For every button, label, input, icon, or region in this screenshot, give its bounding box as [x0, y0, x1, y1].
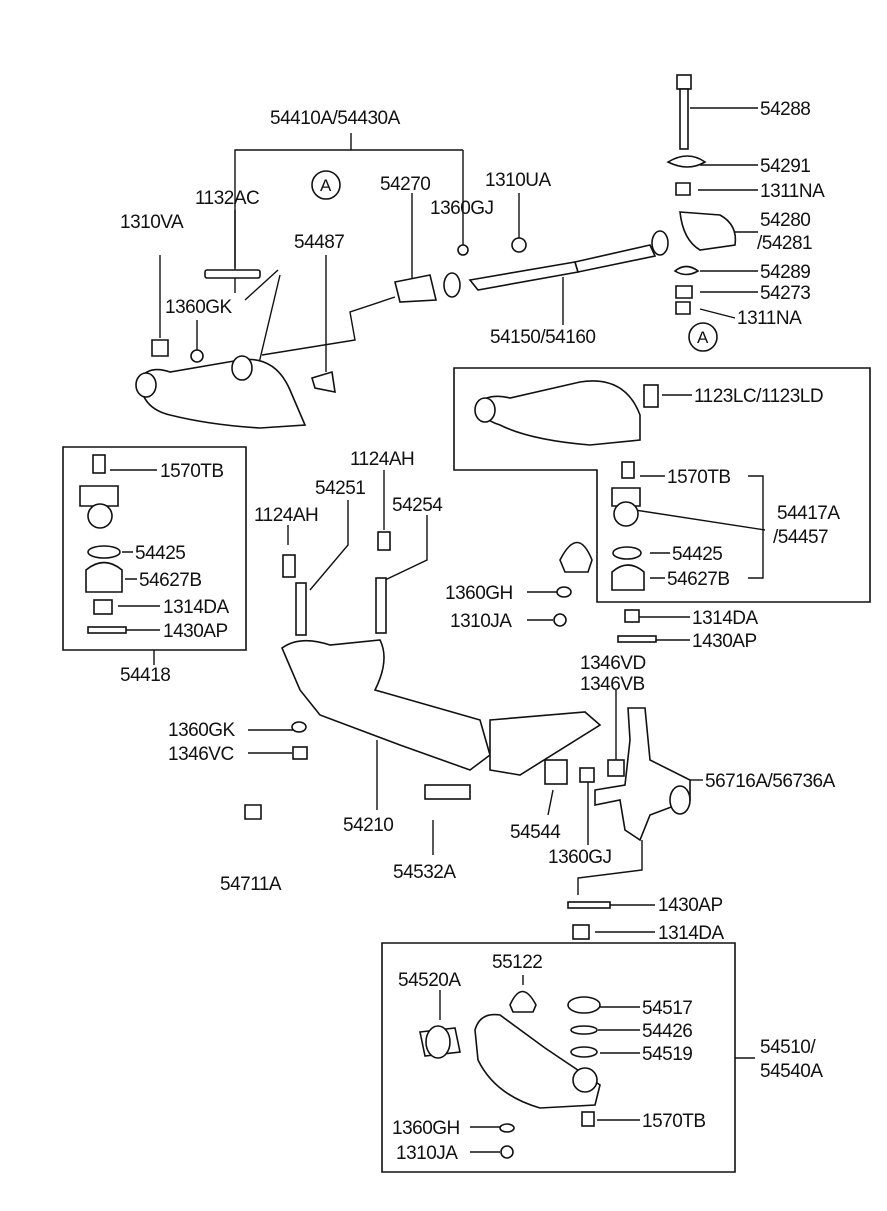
label-1346VB: 1346VB: [580, 674, 645, 695]
tie-rod-assembly: [394, 230, 669, 303]
crossmember-54210: [281, 531, 602, 776]
nut-54273: [675, 285, 693, 299]
label-54519: 54519: [642, 1044, 692, 1065]
nut-1346VD: [607, 759, 625, 777]
nut-1360GK-m: [291, 721, 307, 733]
label-54210: 54210: [343, 815, 393, 836]
label-54254: 54254: [392, 495, 443, 516]
nut-1346VC: [292, 746, 308, 760]
label-54280: 54280: [760, 210, 810, 231]
bolt-54288: [676, 74, 692, 150]
label-1570TB-b: 1570TB: [642, 1111, 706, 1132]
label-1570TB-l: 1570TB: [160, 461, 224, 482]
pin-1430AP-b: [567, 901, 611, 909]
marker-a-right: A: [688, 322, 718, 352]
label-54418: 54418: [120, 665, 170, 686]
bushing-54280: [679, 211, 737, 251]
label-54627B-l: 54627B: [139, 570, 202, 591]
label-1346VC: 1346VC: [168, 744, 234, 765]
label-1430AP-l: 1430AP: [163, 621, 228, 642]
ball-joint-right: [611, 461, 645, 591]
label-54425-r: 54425: [672, 544, 722, 565]
label-1360GK-top: 1360GK: [165, 297, 233, 318]
label-1314DA-r: 1314DA: [692, 608, 758, 629]
nut-1311NA-b: [675, 301, 691, 315]
label-1346VD: 1346VD: [580, 653, 646, 674]
nut-1314DA-r: [624, 609, 640, 623]
upper-control-arm-right: [474, 380, 659, 446]
label-1132AC: 1132AC: [195, 188, 259, 209]
bolt-54532A: [424, 784, 471, 800]
label-54487: 54487: [294, 232, 344, 253]
label-1360GK-m: 1360GK: [168, 720, 236, 741]
bumper-cap: [559, 541, 593, 573]
marker-a-top: A: [311, 170, 341, 200]
nut-1360GH-m: [556, 586, 572, 598]
label-54288: 54288: [760, 99, 810, 120]
label-54711A: 54711A: [220, 874, 282, 895]
label-54150: 54150/54160: [490, 327, 595, 348]
bushing-1310VA: [151, 339, 169, 357]
upper-control-arm-left: [135, 355, 307, 429]
label-1430AP-b: 1430AP: [658, 895, 723, 916]
label-54517: 54517: [642, 998, 692, 1019]
leader-lines: [62, 107, 871, 1173]
label-1360GJ-b: 1360GJ: [548, 847, 612, 868]
label-54251: 54251: [315, 478, 365, 499]
marker-a-top-label: A: [320, 176, 332, 195]
label-54281: /54281: [757, 233, 812, 254]
label-54457: /54457: [773, 527, 828, 548]
marker-a-right-label: A: [697, 328, 709, 347]
label-54532A: 54532A: [393, 862, 456, 883]
bolt-1132AC: [204, 269, 261, 279]
label-1430AP-r: 1430AP: [692, 631, 757, 652]
label-1310VA: 1310VA: [120, 212, 184, 233]
ball-joint-left: [79, 454, 127, 634]
label-55122: 55122: [492, 952, 542, 973]
nut-1311NA-a: [675, 182, 691, 196]
label-54270: 54270: [380, 174, 430, 195]
label-1311NA-b: 1311NA: [737, 308, 802, 329]
label-54291: 54291: [760, 156, 810, 177]
label-1310JA-b: 1310JA: [396, 1143, 458, 1164]
label-54627B-r: 54627B: [667, 569, 730, 590]
label-1124AH-b: 1124AH: [254, 505, 318, 526]
label-1360GJ-top: 1360GJ: [430, 198, 494, 219]
bumper-54487: [311, 370, 336, 394]
label-1360GH-m: 1360GH: [445, 583, 513, 604]
label-1310UA: 1310UA: [485, 170, 551, 191]
label-54544: 54544: [510, 822, 561, 843]
nut-1360GK-top: [190, 349, 204, 363]
label-1570TB-r: 1570TB: [667, 467, 731, 488]
label-1124AH-a: 1124AH: [350, 449, 414, 470]
label-1360GH-b: 1360GH: [392, 1118, 460, 1139]
label-54510: 54510/: [760, 1037, 816, 1058]
label-54273: 54273: [760, 283, 810, 304]
label-54417A: 54417A: [777, 503, 840, 524]
label-1310JA-m: 1310JA: [450, 611, 512, 632]
label-54540A: 54540A: [760, 1061, 823, 1082]
part-labels: 54410A/54430A 1132AC 1310VA 54487 54270 …: [120, 99, 841, 1164]
washer-54289: [673, 265, 700, 276]
knuckle-56716A: [594, 707, 691, 842]
label-1314DA-l: 1314DA: [163, 597, 229, 618]
bushing-54711A: [244, 804, 262, 820]
label-1311NA-a: 1311NA: [760, 181, 825, 202]
label-1314DA-b: 1314DA: [658, 923, 724, 944]
nut-1314DA-b: [572, 924, 590, 940]
bushing-54544: [544, 759, 568, 785]
label-56716A: 56716A/56736A: [705, 771, 836, 792]
label-54289: 54289: [760, 262, 810, 283]
label-54425-l: 54425: [135, 543, 185, 564]
pin-1430AP-r: [617, 635, 657, 643]
washer-54291: [666, 155, 707, 168]
nut-1360GJ-b: [579, 767, 595, 783]
label-1123LC: 1123LC/1123LD: [694, 386, 823, 407]
label-54426: 54426: [642, 1021, 692, 1042]
nut-1310JA-m: [553, 613, 567, 627]
label-54520A: 54520A: [398, 970, 461, 991]
label-54410A: 54410A/54430A: [270, 108, 401, 129]
lower-control-arm: [419, 990, 601, 1159]
